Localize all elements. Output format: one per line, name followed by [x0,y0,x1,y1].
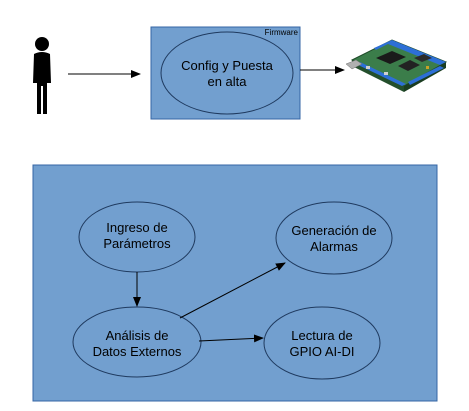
node-analisis-label-line1: Análisis de [106,328,169,343]
node-lectura-gpio [263,306,381,380]
edge-analisis-to-generacion [179,262,286,319]
node-analisis-datos [72,306,202,378]
node-generacion-alarmas [275,201,393,275]
node-ingreso-label-line1: Ingreso de [106,220,167,235]
config-process-label-line1: Config y Puesta [181,58,274,73]
node-analisis-label-line2: Datos Externos [93,344,182,359]
node-lectura-label-line1: Lectura de [291,328,352,343]
node-lectura-label-line2: GPIO AI-DI [289,344,354,359]
node-generacion-label-line1: Generación de [291,223,376,238]
edge-analisis-to-lectura [198,334,264,343]
circuit-board-icon [345,39,448,92]
firmware-label: Firmware [265,28,299,37]
config-process-label-line2: en alta [207,74,247,89]
person-icon [33,37,51,114]
node-ingreso-label-line2: Parámetros [103,236,171,251]
node-generacion-label-line2: Alarmas [310,239,358,254]
config-process-node [160,31,294,115]
